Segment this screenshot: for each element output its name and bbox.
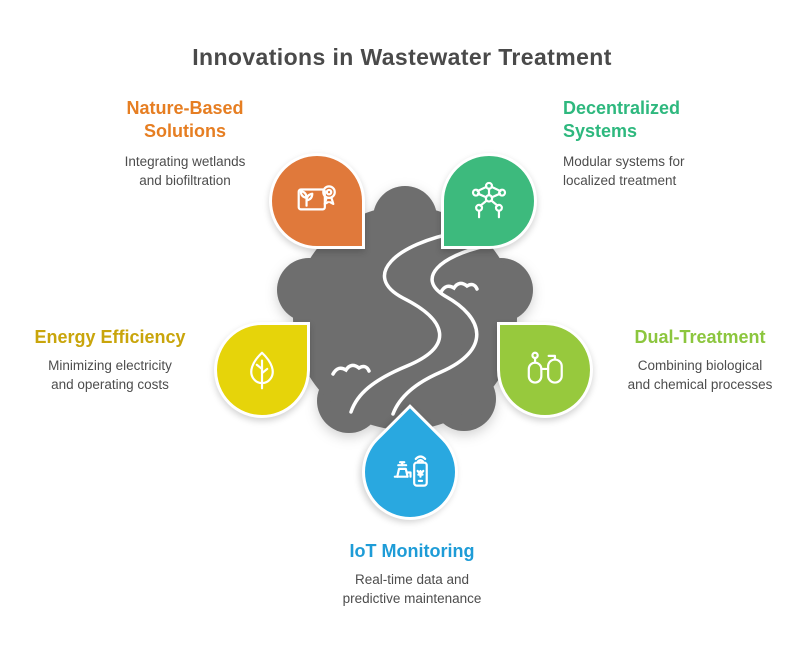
label-line-2: Systems [563, 121, 638, 141]
decentralized-systems-description: Modular systems for localized treatment [563, 152, 758, 190]
petal-iot-monitoring [342, 404, 478, 540]
label-line-1: Decentralized [563, 98, 681, 118]
desc-line-2: and biofiltration [139, 173, 231, 188]
petal-dual-treatment [497, 322, 593, 418]
center-river-medallion [245, 158, 565, 478]
label-line-1: IoT Monitoring [349, 541, 475, 561]
river-icon [277, 186, 533, 433]
decentralized-systems-label: Decentralized Systems [563, 97, 753, 143]
desc-line-2: predictive maintenance [342, 591, 482, 606]
desc-line-1: Modular systems for [563, 154, 685, 169]
label-line-1: Nature-Based [126, 98, 244, 118]
nature-based-solutions-description: Integrating wetlands and biofiltration [92, 152, 278, 190]
desc-line-2: localized treatment [563, 173, 677, 188]
petal-decentralized-systems [441, 153, 537, 249]
leaf-icon [239, 347, 285, 393]
petal-energy-efficiency [214, 322, 310, 418]
iot-monitoring-description: Real-time data and predictive maintenanc… [295, 570, 529, 608]
energy-efficiency-label: Energy Efficiency [15, 326, 205, 349]
molecule-network-icon [466, 178, 512, 224]
desc-line-2: and operating costs [51, 377, 169, 392]
label-line-1: Dual-Treatment [634, 327, 766, 347]
dual-treatment-label: Dual-Treatment [600, 326, 800, 349]
petal-nature-based-solutions [269, 153, 365, 249]
page-title: Innovations in Wastewater Treatment [192, 44, 612, 70]
landscape-award-icon [294, 178, 340, 224]
iot-monitoring-label: IoT Monitoring [310, 540, 514, 563]
label-line-1: Energy Efficiency [34, 327, 186, 347]
desc-line-1: Integrating wetlands [124, 154, 246, 169]
treatment-tanks-icon [522, 347, 568, 393]
pump-smartphone-icon [387, 449, 433, 495]
dual-treatment-description: Combining biological and chemical proces… [598, 356, 802, 394]
desc-line-1: Minimizing electricity [48, 358, 172, 373]
label-line-2: Solutions [144, 121, 226, 141]
desc-line-1: Real-time data and [354, 572, 470, 587]
energy-efficiency-description: Minimizing electricity and operating cos… [10, 356, 210, 394]
desc-line-1: Combining biological [637, 358, 763, 373]
nature-based-solutions-label: Nature-Based Solutions [100, 97, 270, 143]
desc-line-2: and chemical processes [627, 377, 773, 392]
